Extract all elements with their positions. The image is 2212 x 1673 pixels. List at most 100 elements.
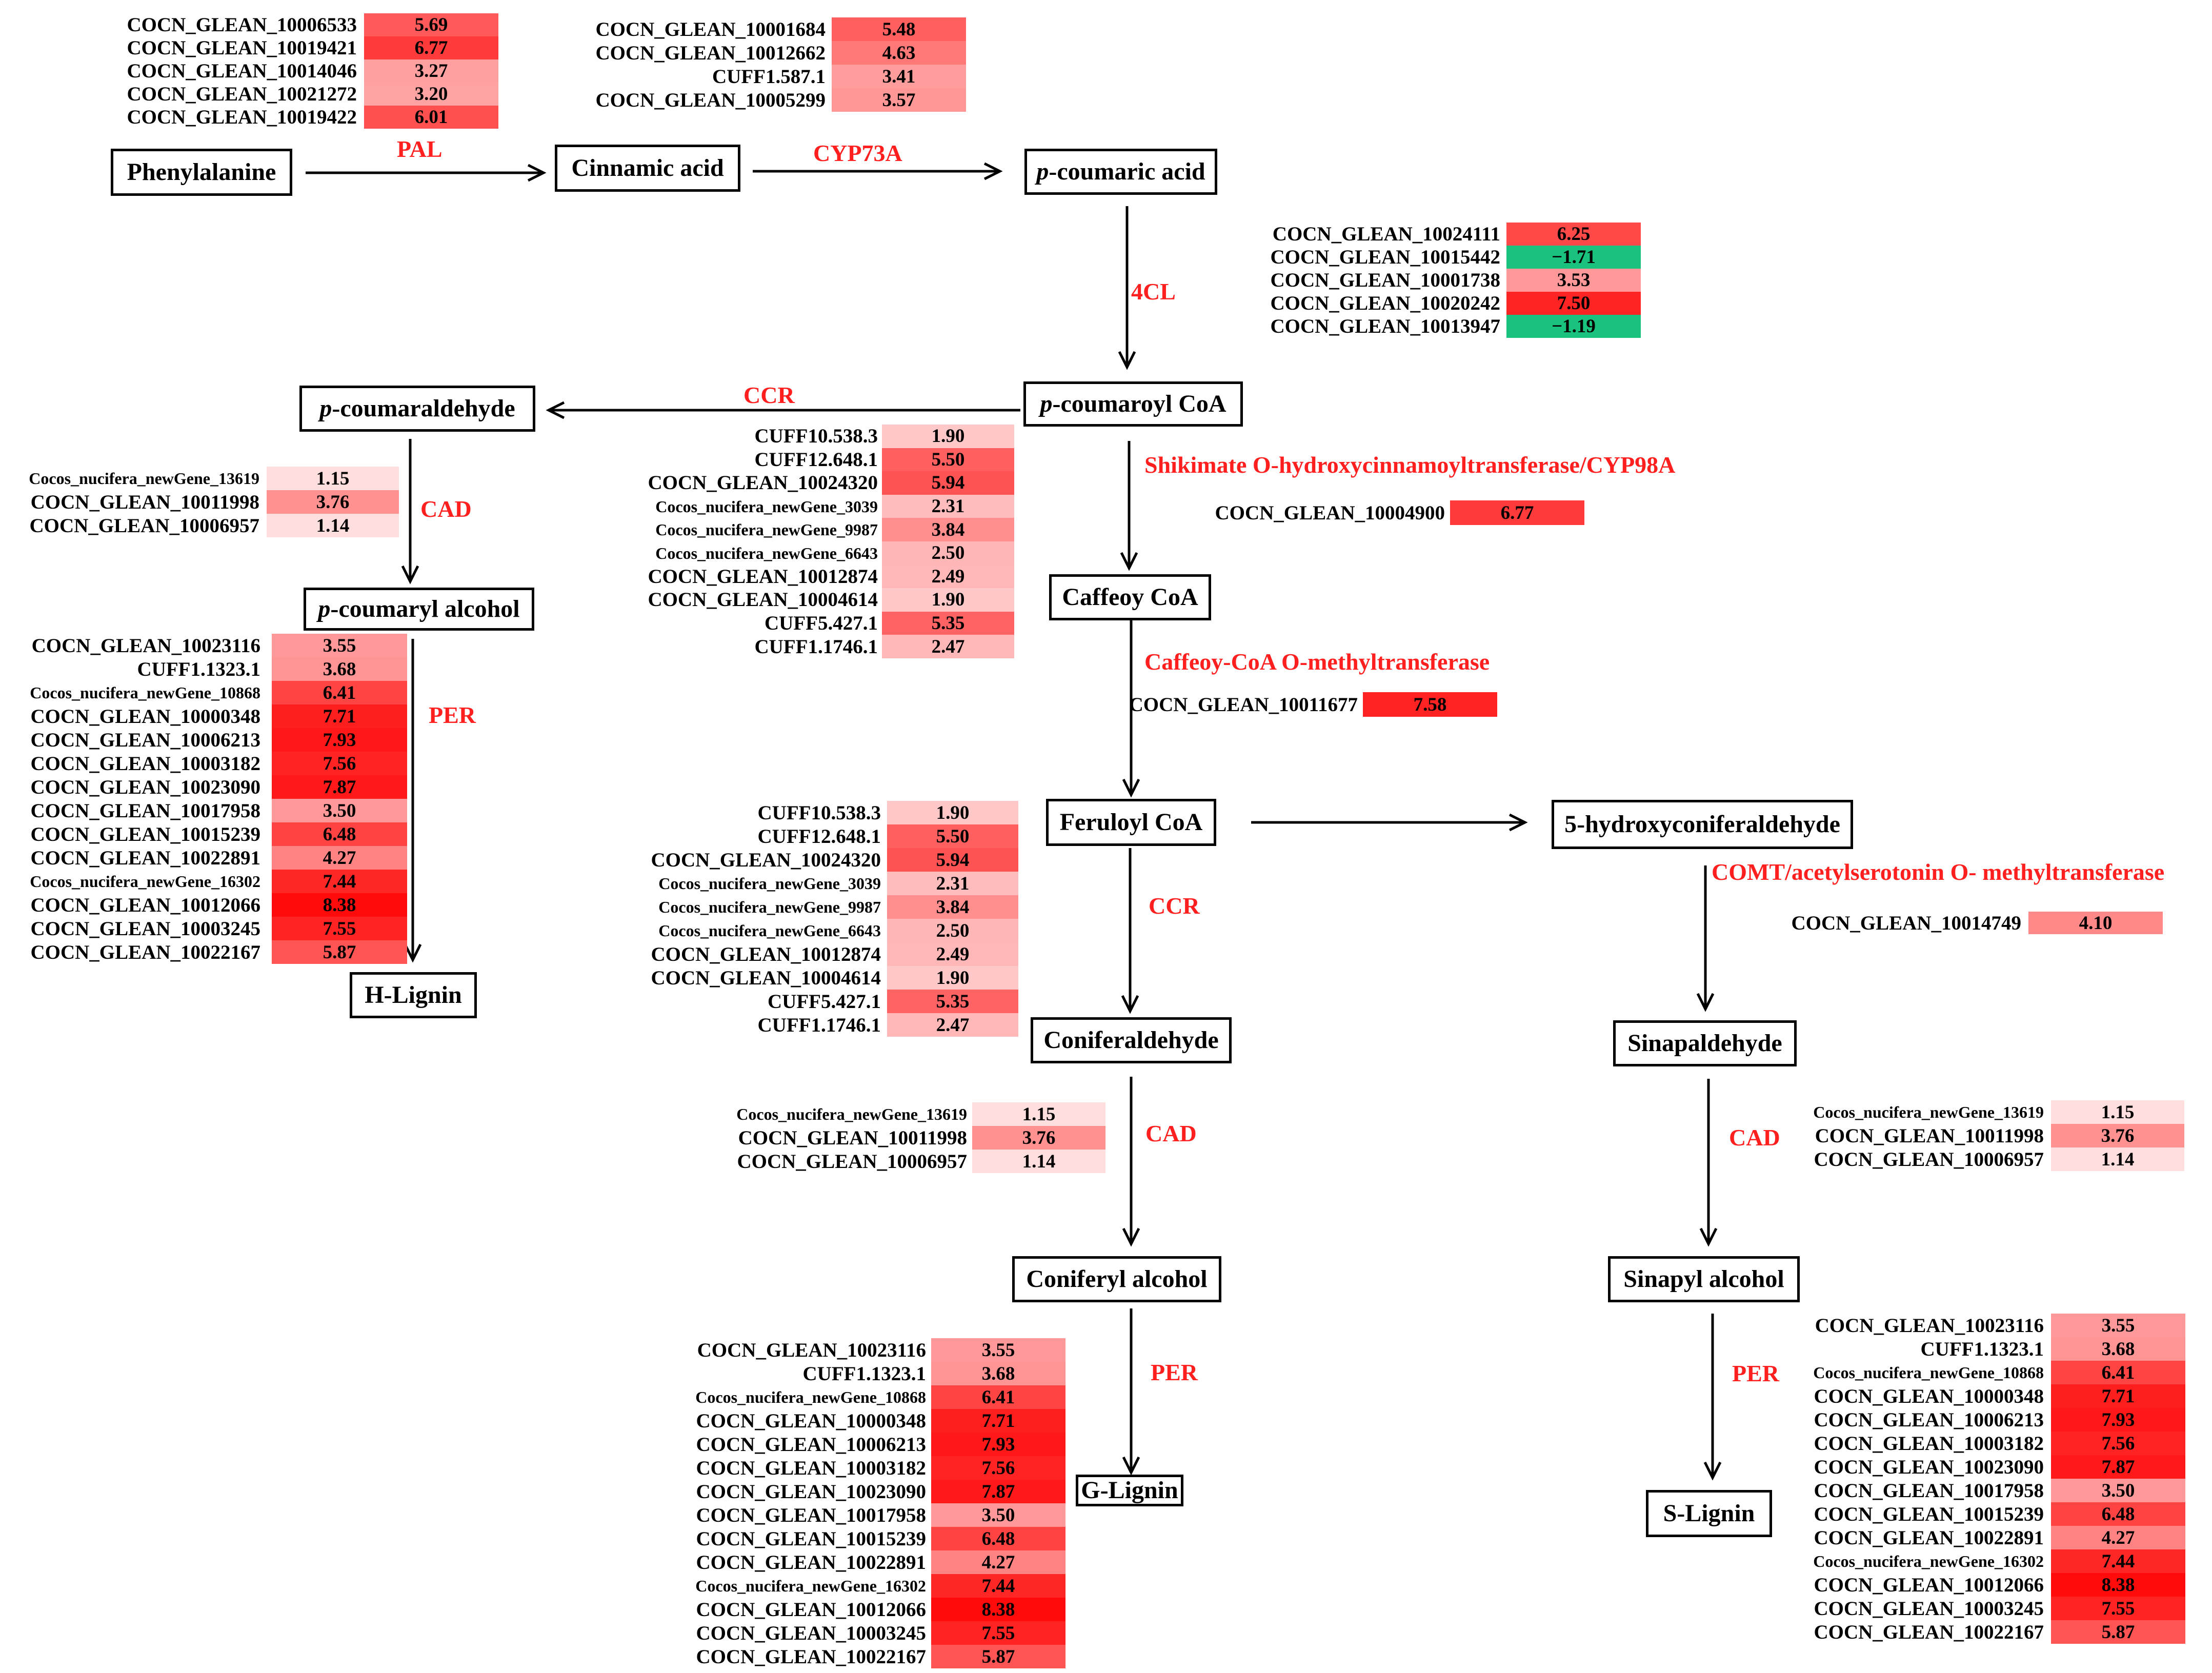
- expression-value-cell: 3.55: [272, 634, 407, 657]
- gene-id-label: COCN_GLEAN_10015239: [696, 1527, 926, 1550]
- gene-id-label: COCN_GLEAN_10019422: [127, 106, 357, 128]
- expression-value-cell: 7.71: [931, 1409, 1065, 1433]
- enzyme-comt-label: COMT/acetylserotonin O- methyltransferas…: [1712, 859, 2165, 885]
- arrowhead-per-h: [404, 943, 422, 963]
- gene-id-label: COCN_GLEAN_10023090: [1814, 1456, 2044, 1478]
- gene-id-label: COCN_GLEAN_10015442: [1270, 246, 1500, 268]
- expression-value-cell: 3.76: [972, 1126, 1105, 1150]
- expression-value-cell: 6.77: [364, 36, 498, 59]
- gene-id-label: COCN_GLEAN_10017958: [696, 1504, 926, 1526]
- gene-id-label: Cocos_nucifera_newGene_10868: [1813, 1363, 2044, 1382]
- enzyme-cad-s-label: CAD: [1729, 1124, 1780, 1151]
- expression-value-cell: 1.14: [267, 514, 399, 537]
- gene-id-label: COCN_GLEAN_10020242: [1270, 292, 1500, 314]
- gene-id-label: Cocos_nucifera_newGene_13619: [736, 1105, 967, 1123]
- expression-value-cell: 3.68: [2051, 1337, 2185, 1361]
- gene-id-label: CUFF10.538.3: [757, 801, 881, 824]
- expression-value-cell: 6.41: [2051, 1361, 2185, 1384]
- gene-id-label: COCN_GLEAN_10023116: [697, 1339, 926, 1361]
- gene-row: COCN_GLEAN_10015442−1.71: [0, 246, 1646, 269]
- gene-id-label: Cocos_nucifera_newGene_13619: [1813, 1103, 2044, 1121]
- gene-id-label: COCN_GLEAN_10012066: [1814, 1574, 2044, 1596]
- arrowhead-cad-g: [1122, 1227, 1140, 1247]
- compound-5-hydroxyconiferaldehyde: 5-hydroxyconiferaldehyde: [1552, 800, 1853, 849]
- gene-id-label: COCN_GLEAN_10022167: [696, 1645, 926, 1668]
- gene-id-label: COCN_GLEAN_10024111: [1272, 223, 1500, 245]
- expression-value-cell: 3.41: [832, 65, 966, 88]
- expression-value-cell: 8.38: [272, 893, 407, 917]
- enzyme-cad-h-label: CAD: [420, 496, 472, 522]
- gene-id-label: COCN_GLEAN_10004900: [1215, 501, 1445, 524]
- expression-value-cell: 7.93: [931, 1433, 1065, 1456]
- expression-value-cell: 3.76: [267, 490, 399, 514]
- expression-value-cell: 7.71: [2051, 1384, 2185, 1408]
- expression-value-cell: 2.47: [882, 635, 1014, 658]
- gene-id-label: COCN_GLEAN_10004614: [651, 966, 881, 989]
- expression-value-cell: 6.48: [272, 822, 407, 846]
- gene-id-label: Cocos_nucifera_newGene_16302: [1813, 1552, 2044, 1570]
- compound-sinapaldehyde: Sinapaldehyde: [1613, 1020, 1797, 1066]
- gene-id-label: CUFF12.648.1: [757, 825, 881, 848]
- gene-id-label: COCN_GLEAN_10014046: [127, 60, 357, 82]
- gene-id-label: COCN_GLEAN_10022891: [696, 1551, 926, 1574]
- expression-value-cell: 7.56: [931, 1456, 1065, 1480]
- gene-row: COCN_GLEAN_10013947−1.19: [0, 315, 1646, 338]
- arrowhead-cad-s: [1699, 1227, 1718, 1247]
- expression-value-cell: 2.49: [882, 565, 1014, 589]
- gene-id-label: CUFF5.427.1: [768, 990, 881, 1013]
- gene-id-label: COCN_GLEAN_10003182: [30, 752, 260, 775]
- gene-id-label: CUFF12.648.1: [754, 448, 878, 471]
- gene-id-label: COCN_GLEAN_10022167: [1814, 1621, 2044, 1643]
- expression-value-cell: 6.01: [364, 106, 498, 129]
- compound-caffeoy-coa: Caffeoy CoA: [1049, 574, 1211, 620]
- gene-id-label: CUFF10.538.3: [754, 425, 878, 448]
- expression-value-cell: 3.55: [931, 1338, 1065, 1362]
- gene-id-label: COCN_GLEAN_10003245: [696, 1622, 926, 1644]
- expression-value-cell: 4.10: [2028, 912, 2163, 934]
- expression-value-cell: 5.50: [887, 824, 1018, 848]
- gene-id-label: COCN_GLEAN_10003245: [30, 917, 260, 940]
- gene-id-label: COCN_GLEAN_10011998: [30, 491, 259, 513]
- gene-row: Cocos_nucifera_newGene_10868 6.41: [0, 1361, 2189, 1384]
- expression-value-cell: 7.87: [272, 775, 407, 799]
- expression-value-cell: 7.87: [2051, 1455, 2185, 1479]
- expression-value-cell: 7.55: [2051, 1597, 2185, 1620]
- arrowhead-per-s: [1703, 1461, 1722, 1481]
- expression-value-cell: 1.14: [972, 1150, 1105, 1173]
- compound-coniferaldehyde: Coniferaldehyde: [1031, 1017, 1232, 1063]
- gene-id-label: CUFF1.587.1: [712, 65, 826, 88]
- gene-id-label: COCN_GLEAN_10003245: [1814, 1597, 2044, 1620]
- expression-value-cell: 4.27: [2051, 1526, 2185, 1549]
- expression-value-cell: 7.44: [2051, 1549, 2185, 1573]
- expression-value-cell: 3.50: [2051, 1479, 2185, 1502]
- arrowhead-comt: [1696, 993, 1715, 1012]
